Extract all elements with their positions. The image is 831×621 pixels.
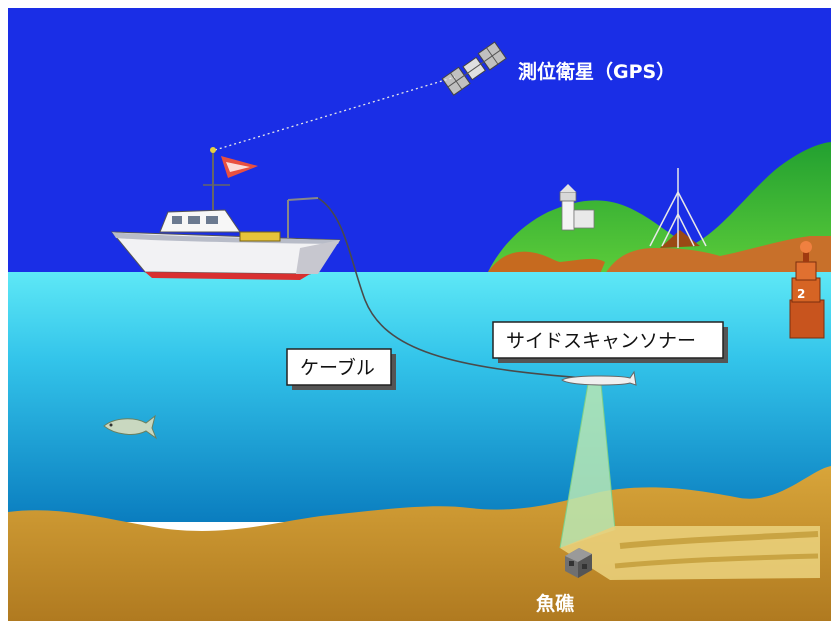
artificial-reef-icon: [565, 548, 592, 578]
antenna-tower: [649, 168, 707, 248]
seabed: [8, 466, 831, 621]
sonar-towfish-icon: [561, 370, 637, 386]
svg-text:2: 2: [797, 287, 805, 301]
sonar-beam: [559, 383, 616, 549]
fish-icon: [103, 414, 158, 440]
buoy-icon: 2: [789, 241, 825, 339]
boat-icon: [110, 147, 342, 280]
gps-signal-line: [214, 76, 456, 151]
sonar-label-box: サイドスキャンソナー: [492, 321, 728, 363]
sea: [8, 272, 831, 522]
sky: [8, 8, 831, 274]
satellite-icon: [441, 41, 507, 96]
cable-label: ケーブル: [300, 356, 375, 379]
cable-label-box: ケーブル: [286, 348, 396, 390]
lighthouse-icon: [559, 184, 595, 231]
sonar-swath: [560, 526, 820, 580]
sonar-label: サイドスキャンソナー: [506, 330, 696, 352]
coastline: [488, 142, 831, 274]
satellite-label: 測位衛星（GPS）: [518, 60, 675, 83]
tow-cable: [317, 197, 586, 379]
reef-label: 魚礁: [536, 592, 574, 615]
